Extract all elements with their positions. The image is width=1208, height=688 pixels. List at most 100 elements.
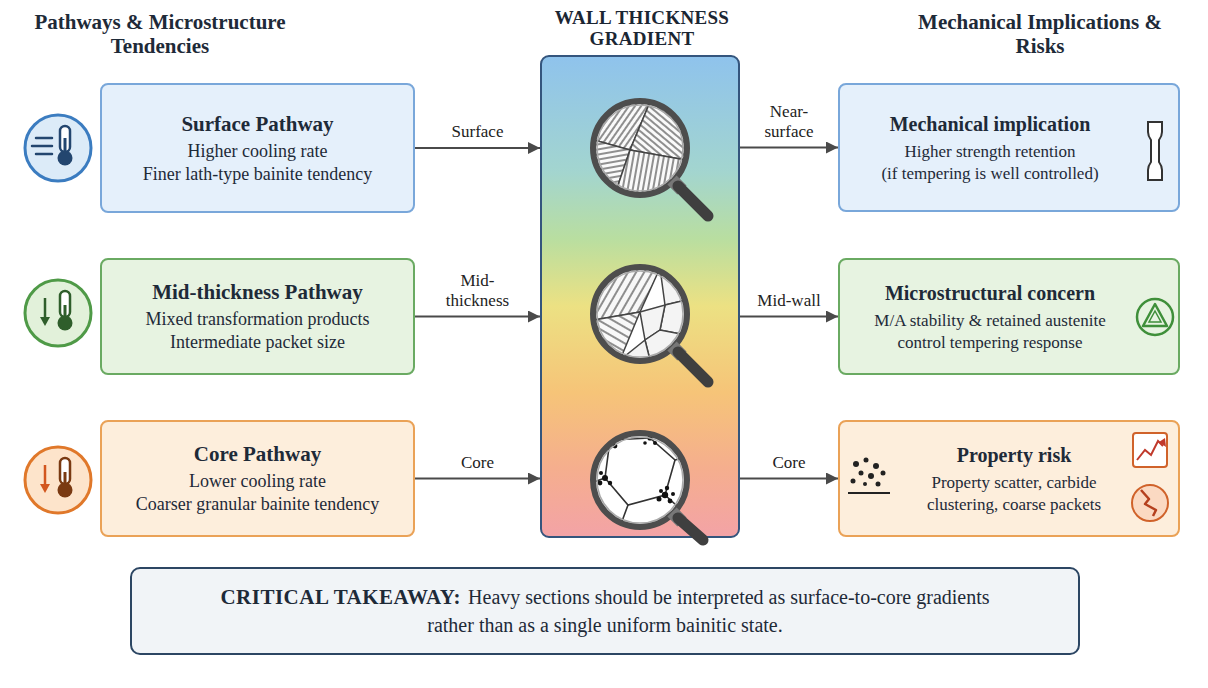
carbide-cluster-icon [863, 482, 867, 486]
lath-microstructure [615, 150, 686, 194]
implication-box: Microstructural concernM/A stability & r… [838, 258, 1180, 375]
mixed-microstructure-magnifier [597, 271, 683, 357]
arrow-connector [415, 147, 540, 149]
granular-bainite-magnifier [597, 437, 683, 523]
medium-cooling-icon [25, 280, 91, 346]
takeaway-box: CRITICAL TAKEAWAY:Heavy sections should … [130, 567, 1080, 655]
fast-cooling-icon [60, 126, 70, 152]
connector-label: Core [438, 453, 518, 473]
arrow-connector [740, 316, 838, 318]
mixed-microstructure [594, 268, 660, 320]
box-heading: Property risk [957, 442, 1072, 468]
granular-microstructure [582, 420, 698, 532]
medium-cooling-icon [64, 305, 67, 321]
granular-bainite-magnifier [594, 434, 686, 526]
phase-stability-icon [1137, 299, 1173, 335]
granular-bainite-magnifier [678, 518, 703, 540]
pathway-box: Surface PathwayHigher cooling rateFiner … [100, 83, 415, 213]
medium-cooling-icon [44, 298, 47, 320]
mixed-microstructure [660, 268, 686, 305]
crack-icon [1132, 485, 1168, 521]
box-text: Higher strength retention [905, 141, 1076, 163]
box-heading: Core Pathway [194, 441, 321, 467]
slow-cooling-icon [25, 447, 91, 513]
lath-microstructure [630, 102, 686, 160]
granular-microstructure [608, 481, 612, 485]
mixed-microstructure [594, 268, 686, 360]
slow-cooling-icon [64, 472, 67, 488]
arrow-connector [415, 316, 540, 318]
box-text: (if tempering is well controlled) [881, 163, 1098, 185]
mixed-microstructure-magnifier [594, 268, 686, 360]
lath-microstructure [594, 140, 630, 194]
box-text: Property scatter, carbide clustering, co… [900, 472, 1128, 516]
granular-microstructure [602, 475, 608, 481]
fast-cooling-icon [36, 137, 52, 140]
lath-bainite-magnifier [597, 105, 683, 191]
carbide-cluster-icon [848, 492, 890, 494]
medium-cooling-icon [40, 317, 50, 326]
granular-microstructure [614, 435, 618, 439]
box-heading: Microstructural concern [885, 280, 1095, 306]
granular-microstructure [613, 444, 618, 449]
slow-cooling-icon [60, 458, 70, 484]
granular-microstructure [643, 441, 647, 445]
box-heading: WALL THICKNESS GRADIENT [532, 7, 752, 49]
crack-icon [1141, 490, 1156, 516]
carbide-cluster-icon [876, 482, 881, 487]
granular-microstructure [665, 486, 669, 490]
scatter-chart-icon [1137, 441, 1163, 460]
fast-cooling-icon [64, 138, 67, 156]
mixed-microstructure [645, 330, 686, 360]
lath-microstructure [594, 102, 686, 194]
lath-bainite-magnifier [593, 101, 687, 195]
carbide-cluster-icon [868, 473, 874, 479]
connector-label: Mid-thickness [438, 271, 518, 311]
box-text: M/A stability & retained austenite contr… [852, 310, 1128, 354]
box-text: Heavy sections should be interpreted as … [427, 586, 989, 636]
arrow-connector [740, 147, 838, 149]
granular-microstructure [662, 492, 668, 498]
slow-cooling-icon [44, 465, 47, 487]
granular-microstructure [653, 441, 657, 445]
box-heading: Mid-thickness Pathway [152, 279, 363, 305]
box-heading: CRITICAL TAKEAWAY: [220, 585, 461, 609]
scatter-chart-icon [1159, 438, 1166, 447]
slow-cooling-icon [58, 483, 73, 498]
granular-bainite-magnifier [593, 433, 687, 527]
granular-microstructure [599, 471, 603, 475]
box-heading: Surface Pathway [181, 111, 333, 137]
lath-microstructure [594, 102, 650, 150]
carbide-cluster-icon [853, 461, 859, 467]
mixed-microstructure [620, 340, 650, 360]
connector-label: Core [749, 453, 829, 473]
lath-bainite-magnifier [594, 102, 686, 194]
phase-stability-icon [1137, 299, 1173, 335]
slow-cooling-icon [40, 484, 50, 493]
crack-icon [1132, 485, 1168, 521]
connector-label: Surface [438, 122, 518, 142]
fast-cooling-icon [25, 115, 91, 181]
pathway-box: Core PathwayLower cooling rateCoarser gr… [100, 420, 415, 537]
box-text: Finer lath-type bainite tendency [143, 163, 372, 186]
carbide-cluster-icon [864, 458, 869, 463]
mixed-microstructure-magnifier [678, 352, 708, 382]
slow-cooling-icon [25, 447, 91, 513]
phase-stability-icon [1149, 311, 1161, 322]
granular-bainite-magnifier [582, 420, 703, 540]
lath-bainite-magnifier [672, 180, 682, 190]
carbide-cluster-icon [859, 471, 864, 476]
column-header: Pathways & Microstructure Tendencies [25, 10, 295, 58]
granular-microstructure [601, 441, 606, 446]
medium-cooling-icon [58, 316, 73, 331]
carbide-cluster-icon [848, 458, 890, 494]
mixed-microstructure [640, 305, 665, 340]
implication-box: Property riskProperty scatter, carbide c… [838, 420, 1180, 537]
mixed-microstructure [660, 300, 686, 335]
granular-microstructure [647, 435, 652, 440]
fast-cooling-icon [25, 115, 91, 181]
carbide-cluster-icon [873, 463, 879, 469]
gradient-band: WALL THICKNESS GRADIENT [540, 55, 740, 538]
